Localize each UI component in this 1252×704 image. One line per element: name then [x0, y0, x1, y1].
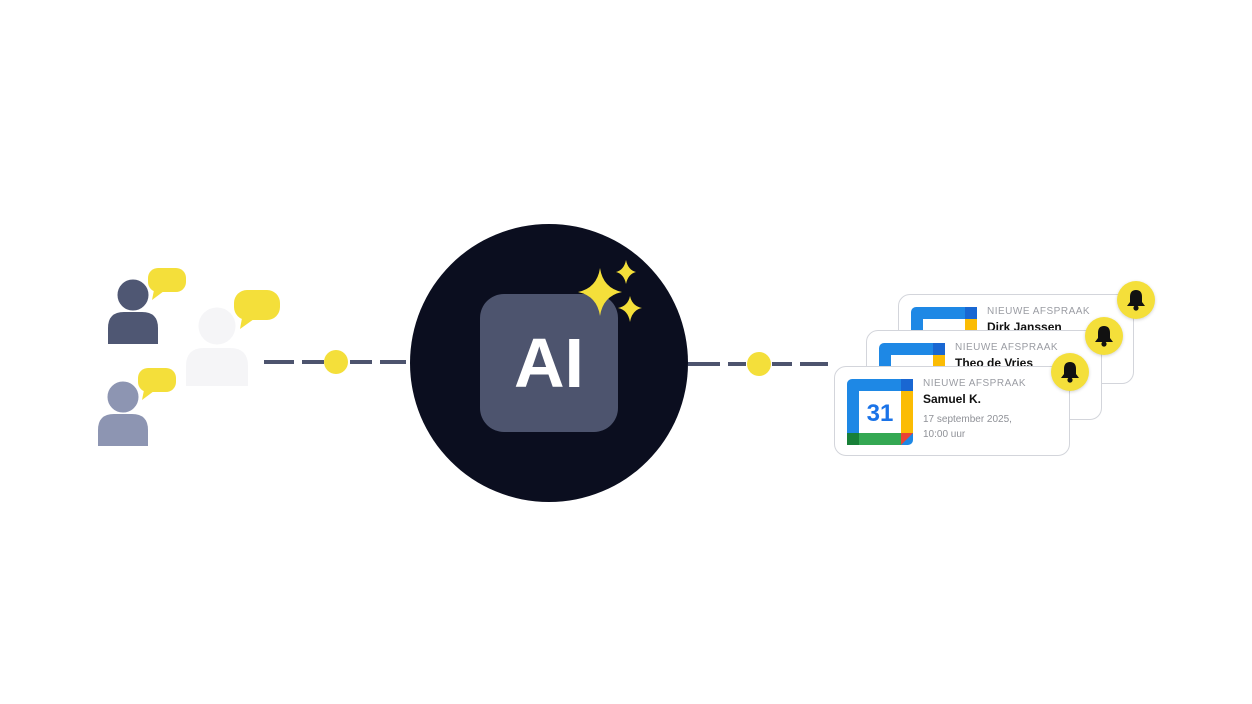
left-connector: [264, 350, 406, 374]
appointment-name: Samuel K.: [923, 392, 982, 406]
appointment-kicker: NIEUWE AFSPRAAK: [955, 342, 1059, 353]
appointment-datetime: 17 september 2025, 10:00 uur: [923, 412, 1033, 442]
speech-bubble-icon: [148, 268, 186, 300]
notification-badge: [1085, 317, 1123, 355]
calendar-icon: 31: [847, 379, 913, 445]
bell-icon: [1127, 290, 1145, 311]
person-icon: [108, 276, 158, 344]
appointment-time: 10:00 uur: [923, 429, 966, 440]
appointment-date: 17 september 2025,: [923, 414, 1012, 425]
notification-badge: [1117, 281, 1155, 319]
ai-hub: AI: [410, 224, 688, 502]
person-icon: [186, 304, 248, 386]
person-icon: [98, 378, 148, 446]
ai-label: AI: [514, 324, 584, 402]
notification-badge: [1051, 353, 1089, 391]
appointment-card: 31 NIEUWE AFSPRAAK Samuel K. 17 septembe…: [834, 366, 1070, 456]
appointment-kicker: NIEUWE AFSPRAAK: [923, 378, 1027, 389]
sparkle-icon: [578, 260, 642, 322]
bell-icon: [1095, 326, 1113, 347]
ai-badge: AI: [480, 294, 618, 432]
calendar-day: 31: [867, 400, 894, 427]
appointment-kicker: NIEUWE AFSPRAAK: [987, 306, 1091, 317]
speech-bubble-icon: [234, 290, 280, 329]
right-connector: [688, 352, 828, 376]
speech-bubble-icon: [138, 368, 176, 400]
bell-icon: [1061, 362, 1079, 383]
people-group: [90, 262, 290, 452]
